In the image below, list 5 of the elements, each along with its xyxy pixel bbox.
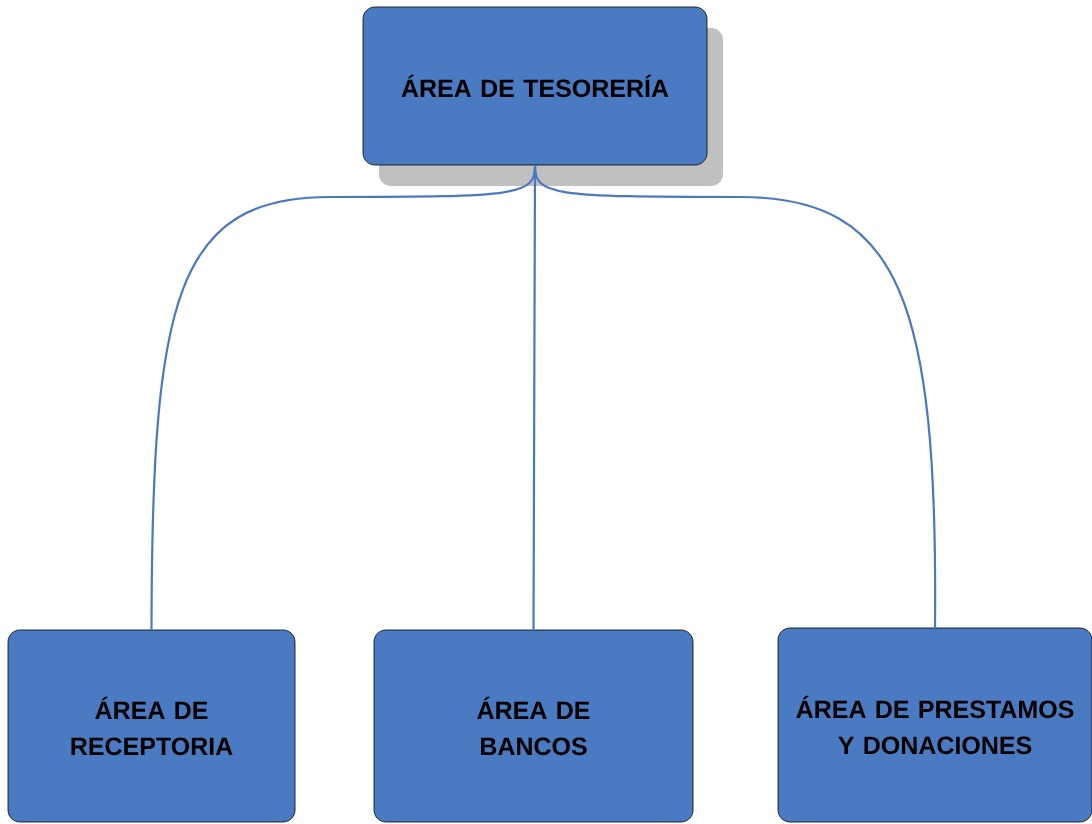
org-box: ÁREA DE RECEPTORIA [7, 629, 296, 823]
connector-line [533, 165, 937, 628]
org-box: ÁREA DE BANCOS [373, 629, 694, 823]
org-box: ÁREA DE PRESTAMOS Y DONACIONES [777, 627, 1092, 823]
org-box: ÁREA DE TESORERÍA [362, 6, 723, 186]
